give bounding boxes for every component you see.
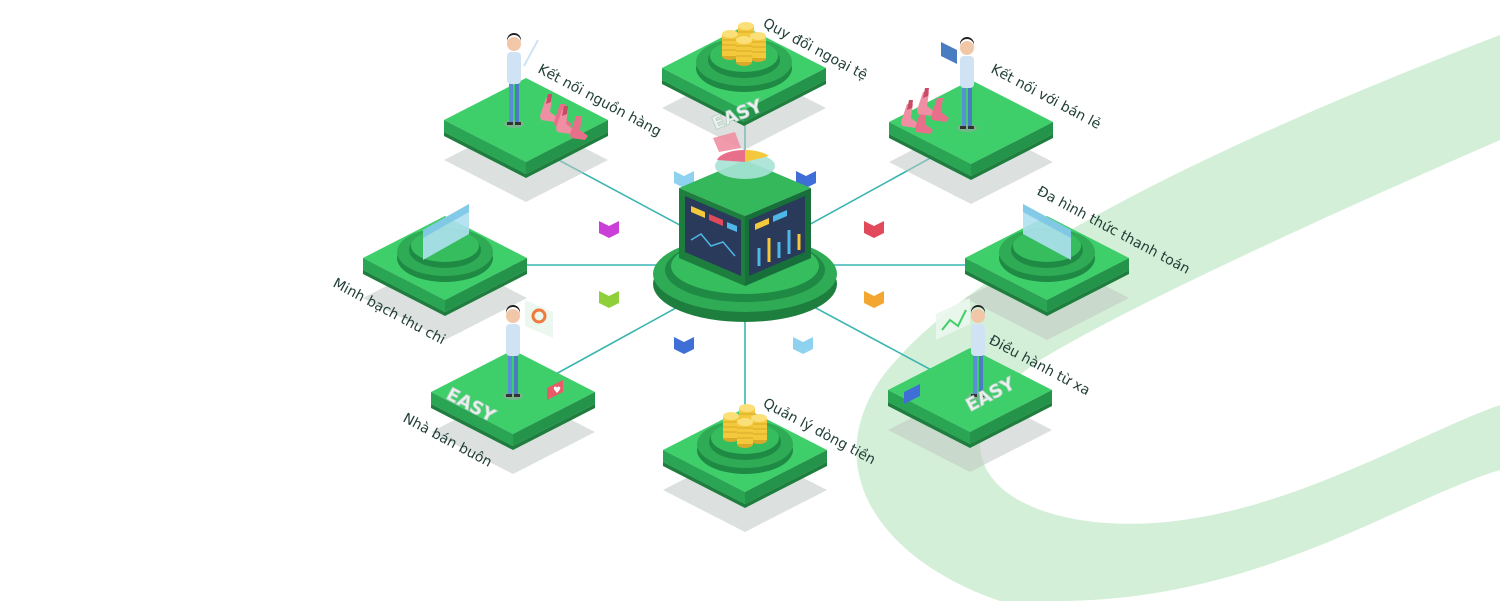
coins-icon: [721, 21, 767, 67]
dashboard-screen-right: [749, 196, 805, 276]
pie-chart-icon: [713, 132, 775, 179]
lightblue-cube-icon: [793, 332, 813, 354]
card-icon: [1023, 204, 1071, 260]
red-cube-icon: [864, 216, 884, 238]
card-icon: [423, 204, 469, 260]
background-swoosh: [856, 35, 1500, 601]
platform-supply-connection: [444, 33, 608, 178]
orange-cube-icon: [864, 286, 884, 308]
dashboard-box: [679, 160, 811, 286]
lime-cube-icon: [599, 286, 619, 308]
thumbs-up-icon: [904, 384, 920, 404]
laptop-icon: [941, 42, 957, 64]
blue-cube-icon: [674, 332, 694, 354]
platform-transparency: [363, 204, 527, 316]
svg-text:♥: ♥: [553, 386, 561, 396]
platform-retail-connection: [889, 37, 1053, 180]
chart-icon: [936, 298, 970, 340]
magenta-cube-icon: [599, 216, 619, 238]
chart-icon: [525, 300, 553, 338]
platform-payment-methods: [965, 204, 1129, 316]
platform-wholesaler: ♥ EASY: [431, 300, 595, 450]
platform-remote-management: EASY: [888, 298, 1052, 448]
heart-icon: ♥: [547, 380, 563, 400]
coins-icon: [722, 403, 768, 449]
central-hub: EASY: [653, 95, 837, 322]
dashboard-screen-left: [685, 196, 741, 276]
